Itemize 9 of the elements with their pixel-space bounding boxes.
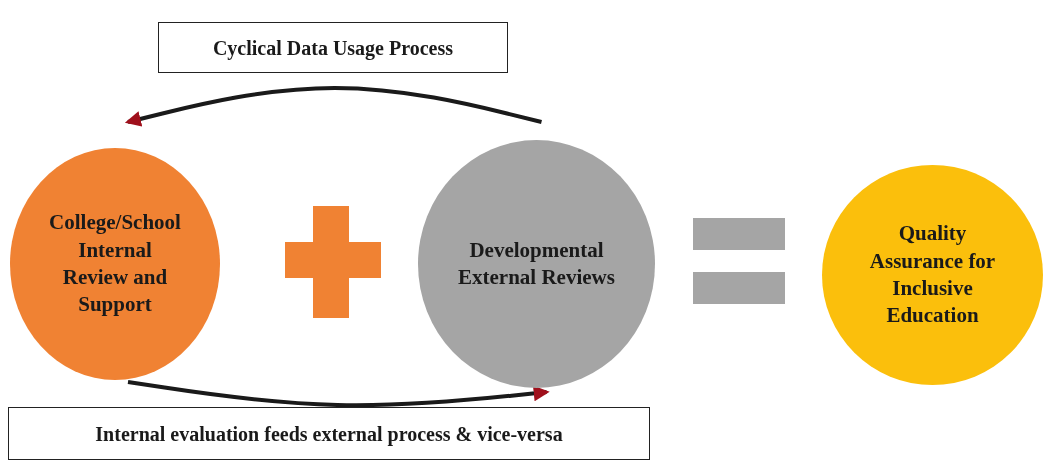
caption-box [158, 22, 508, 73]
node-label: Quality Assurance for Inclusive Education [868, 220, 997, 330]
curved-arrow [124, 86, 542, 127]
node-label: College/School Internal Review and Support [48, 209, 182, 319]
caption-box [8, 407, 650, 460]
caption-text: Cyclical Data Usage Process [212, 35, 454, 61]
caption-text: Internal evaluation feeds external process & vice-versa [95, 421, 563, 447]
curved-arrow [127, 380, 550, 408]
node-label: Developmental External Reviews [458, 236, 615, 291]
